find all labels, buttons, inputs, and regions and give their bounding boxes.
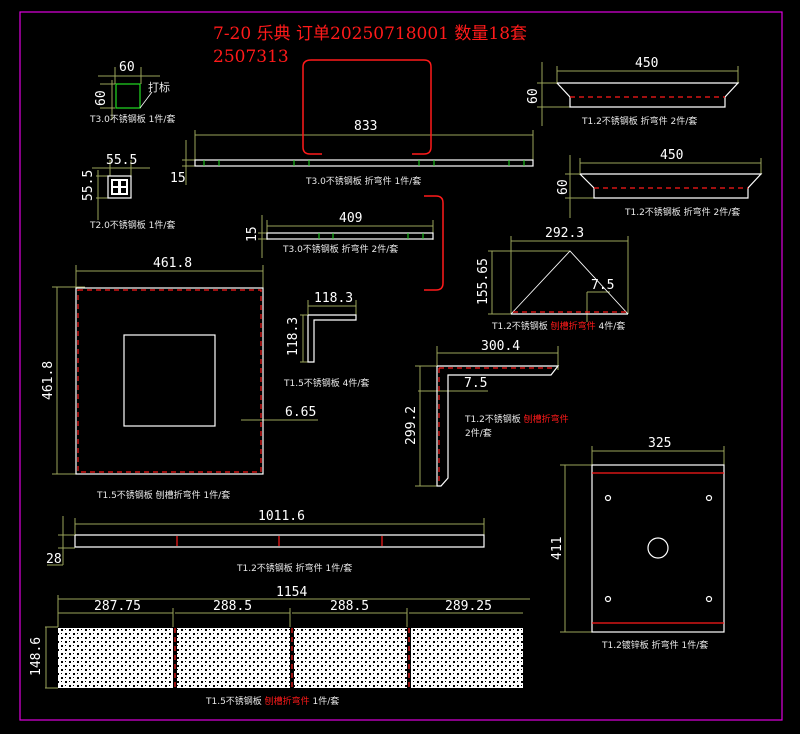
p7-outline — [510, 250, 629, 315]
p10-label: T1.2不锈钢板 刨槽折弯件 — [465, 415, 569, 425]
order-title: 7-20 乐典 订单20250718001 数量18套 — [213, 24, 528, 44]
p4-dim-width: 409 — [339, 211, 363, 226]
p13-dim-seg1: 287.75 — [94, 599, 141, 614]
p2-dim-width: 55.5 — [106, 153, 138, 168]
p4-dimension-lines — [258, 215, 434, 258]
p13-dim-seg4: 289.25 — [445, 599, 492, 614]
p11-label: T1.2镀锌板 折弯件 1件/套 — [602, 641, 709, 651]
p8-dim-width: 461.8 — [153, 256, 193, 271]
p13-dim-total: 1154 — [276, 585, 308, 600]
p3-label: T3.0不锈钢板 折弯件 1件/套 — [306, 177, 422, 187]
p3-bent-profile — [302, 59, 432, 155]
p9-label: T1.5不锈钢板 4件/套 — [284, 379, 370, 389]
bend-marks — [203, 160, 525, 239]
p1-dimension-lines — [98, 67, 160, 120]
p7-dim-width: 292.3 — [545, 226, 585, 241]
p6-dim-width: 450 — [660, 148, 684, 163]
p6-dimension-lines — [565, 155, 762, 218]
p10-dim-offset: 7.5 — [464, 376, 488, 391]
p10-dim-width: 300.4 — [481, 339, 521, 354]
p9-outline — [307, 314, 357, 363]
p13-label: T1.5不锈钢板 刨槽折弯件 1件/套 — [206, 697, 340, 707]
p12-dimension-lines — [47, 516, 485, 566]
p8-cutout — [123, 334, 216, 427]
p13-dim-seg3: 288.5 — [330, 599, 370, 614]
p2-outline — [107, 175, 132, 199]
p6-dim-height: 60 — [556, 179, 571, 195]
p1-dim-width: 60 — [119, 60, 135, 75]
p11-dimension-lines — [560, 446, 725, 633]
p8-label: T1.5不锈钢板 刨槽折弯件 1件/套 — [97, 491, 231, 501]
p2-label: T2.0不锈钢板 1件/套 — [90, 221, 176, 231]
p7-dim-offset: 7.5 — [591, 278, 615, 293]
p5-dim-height: 60 — [526, 88, 541, 104]
order-code: 2507313 — [213, 47, 289, 67]
p13-dim-seg2: 288.5 — [213, 599, 253, 614]
p12-dim-width: 1011.6 — [258, 509, 305, 524]
p5-outline — [556, 82, 740, 108]
p6-outline — [579, 173, 763, 199]
p5-dim-width: 450 — [635, 56, 659, 71]
p3-dim-width: 833 — [354, 119, 378, 134]
p7-dimension-lines — [488, 236, 629, 322]
p4-label: T3.0不锈钢板 折弯件 2件/套 — [283, 245, 399, 255]
p9-dim-width: 118.3 — [314, 291, 354, 306]
p12-outline — [74, 534, 485, 548]
p12-label: T1.2不锈钢板 折弯件 1件/套 — [237, 564, 353, 574]
p3-outline — [194, 159, 534, 167]
p5-label: T1.2不锈钢板 折弯件 2件/套 — [582, 117, 698, 127]
p2-inner-pattern — [111, 179, 128, 195]
p2-dim-height: 55.5 — [81, 169, 96, 201]
p5-dimension-lines — [537, 62, 739, 126]
p11-dim-height: 411 — [550, 536, 565, 560]
p13-perforated-panel — [58, 628, 523, 688]
p7-dim-height: 155.65 — [476, 258, 491, 305]
p4-dim-height: 15 — [245, 226, 260, 242]
drawing-frame — [19, 11, 783, 721]
p1-dim-height: 60 — [94, 90, 109, 106]
p8-outline — [75, 287, 264, 475]
p11-outline — [591, 464, 725, 633]
p4-outline — [266, 232, 434, 240]
p8-dimension-lines — [52, 265, 318, 475]
p4-bent-profile — [424, 195, 444, 291]
p13-dimension-lines — [45, 595, 530, 689]
p12-dim-height: 28 — [46, 552, 62, 567]
p3-dimension-lines — [182, 130, 534, 185]
p7-label: T1.2不锈钢板 刨槽折弯件 4件/套 — [492, 322, 626, 332]
p10-dim-height: 299.2 — [404, 405, 419, 445]
p1-note: 打标 — [148, 81, 170, 94]
p1-label: T3.0不锈钢板 1件/套 — [90, 115, 176, 125]
p1-outline — [115, 83, 141, 109]
p10-label-qty: 2件/套 — [465, 429, 492, 439]
p11-center-hole — [647, 537, 669, 559]
p13-dim-height: 148.6 — [29, 636, 44, 676]
p3-dim-height: 15 — [170, 171, 186, 186]
p6-label: T1.2不锈钢板 折弯件 2件/套 — [625, 208, 741, 218]
p10-outline — [436, 365, 560, 487]
p8-dim-offset: 6.65 — [285, 405, 317, 420]
p11-dim-width: 325 — [648, 436, 672, 451]
p9-dim-height: 118.3 — [286, 316, 301, 356]
p8-dim-height: 461.8 — [41, 360, 56, 400]
